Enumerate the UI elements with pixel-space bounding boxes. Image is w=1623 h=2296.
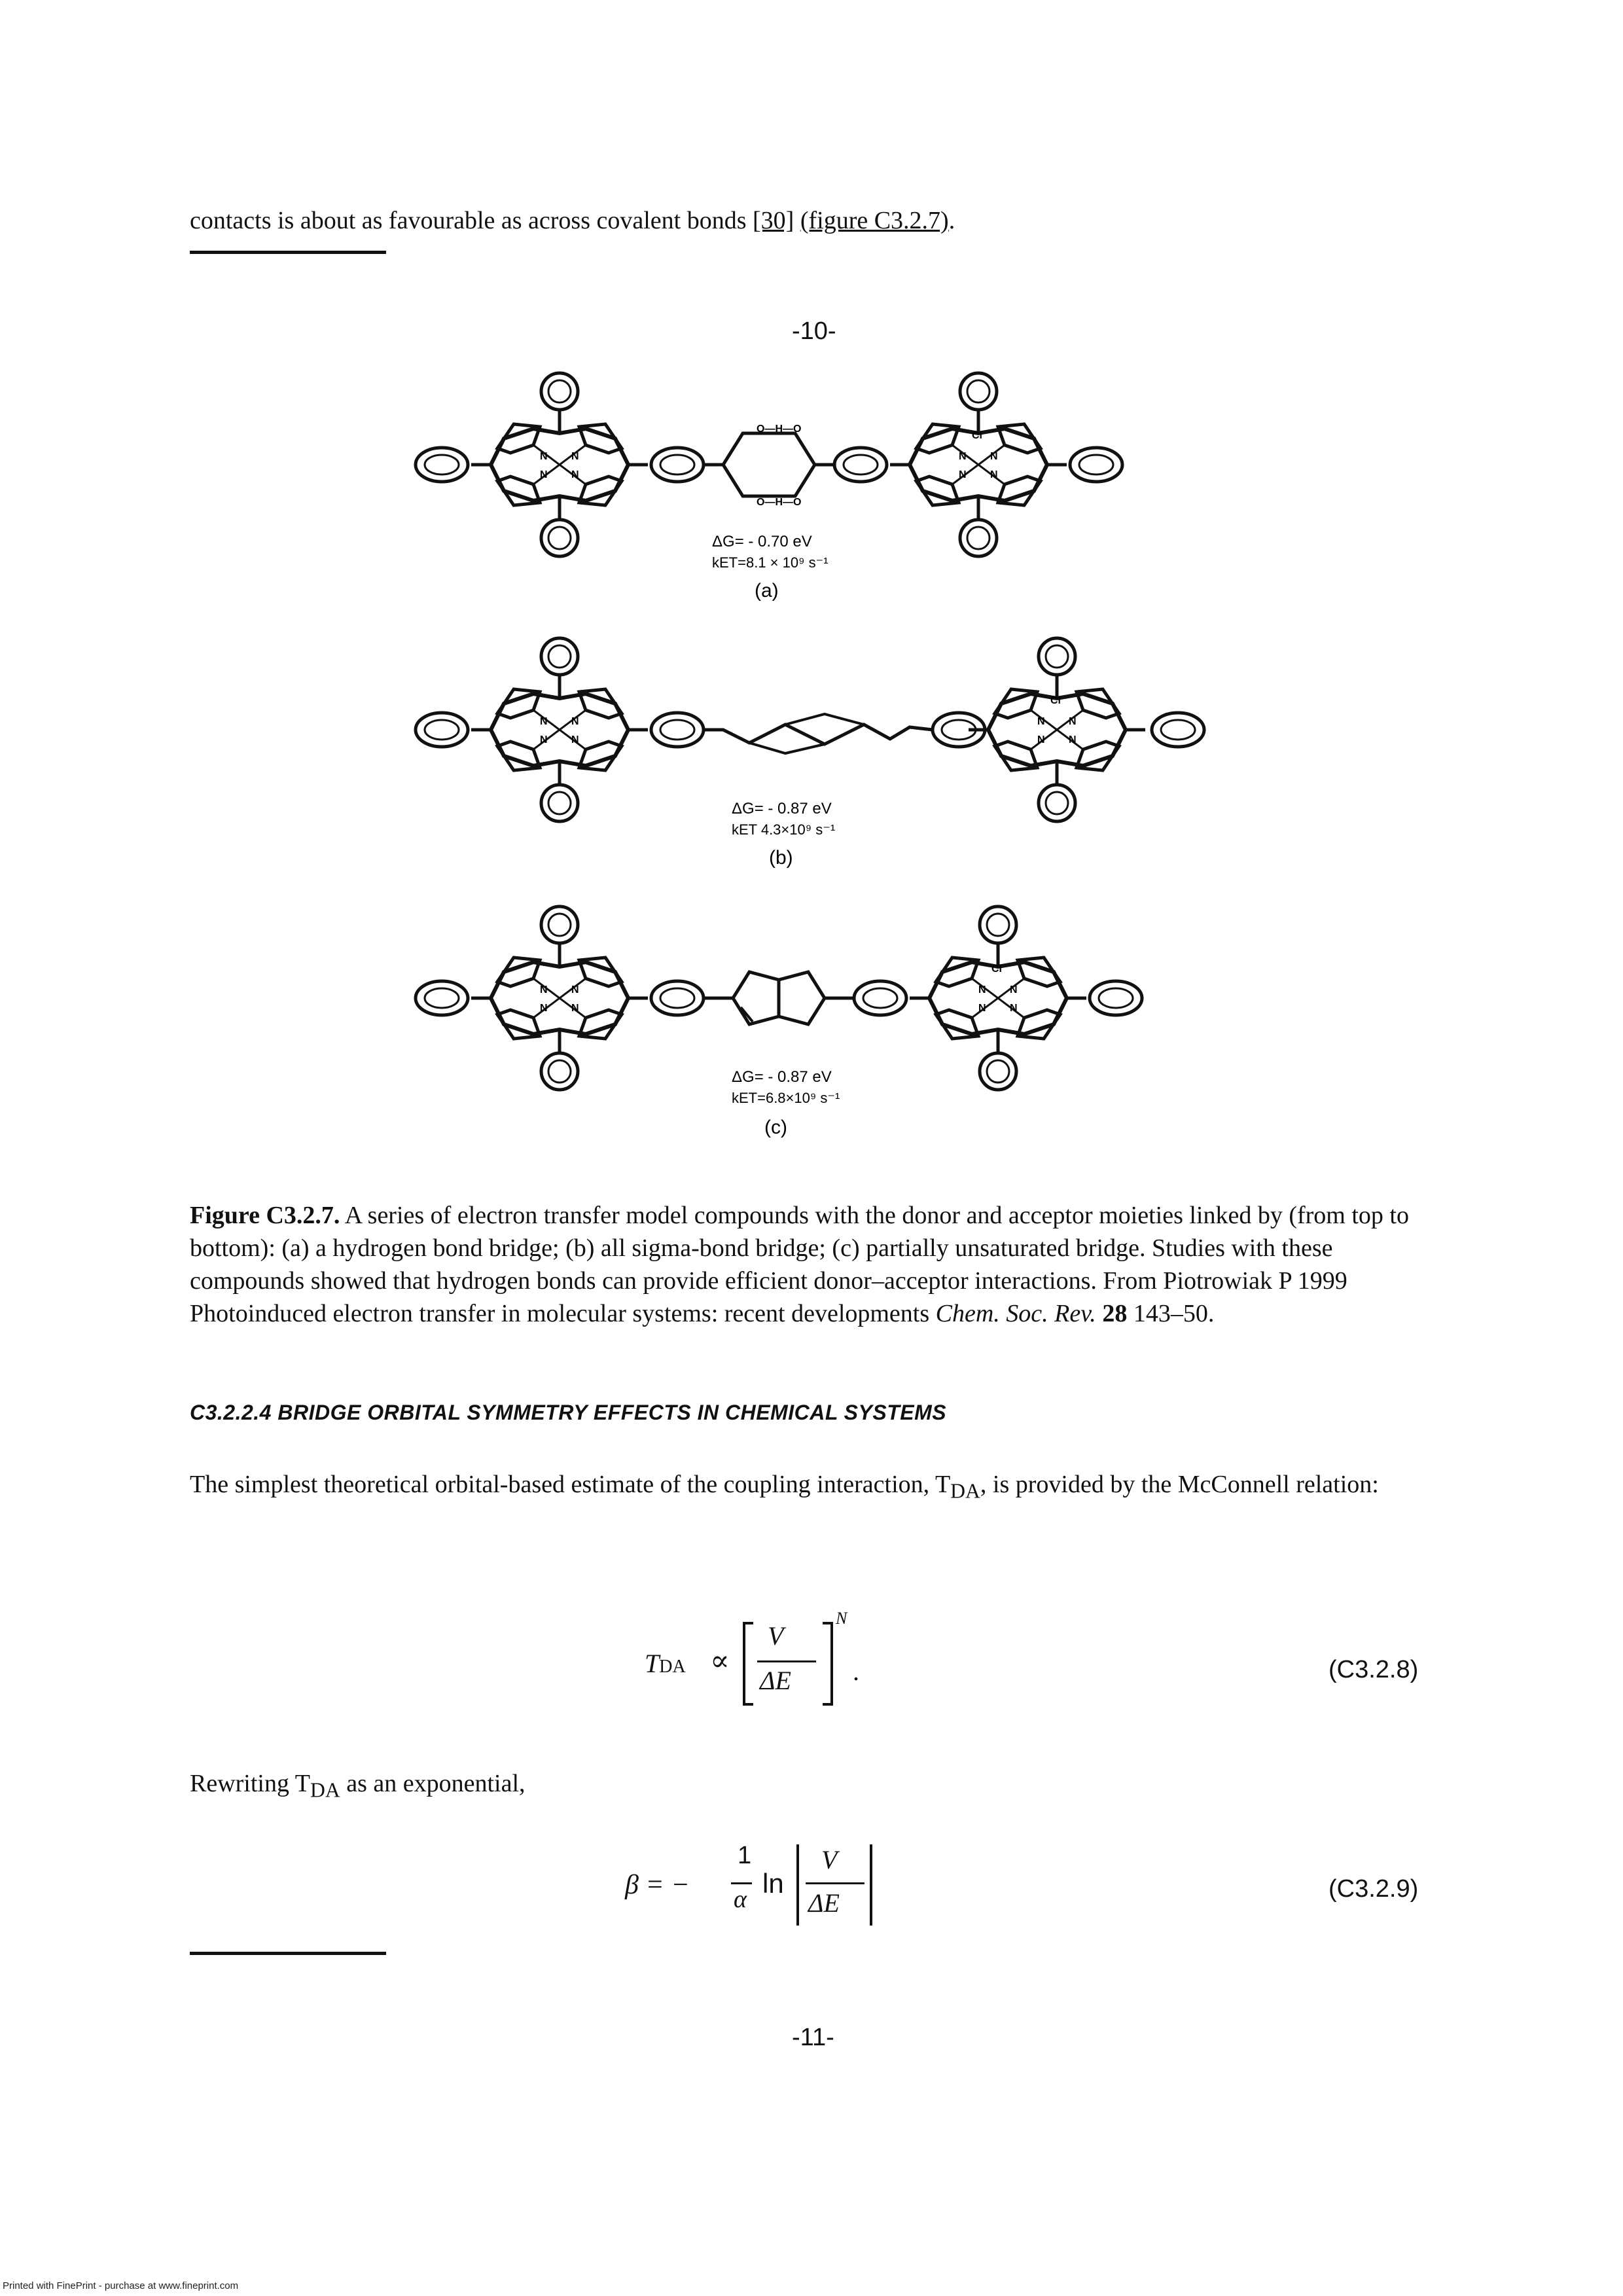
svg-text:Cl: Cl: [991, 963, 1002, 975]
svg-text:O—H—O: O—H—O: [757, 423, 801, 435]
eq2-frac-num: 1: [738, 1842, 752, 1869]
right-bracket: [823, 1622, 833, 1706]
eq2-denominator: ΔE: [808, 1888, 840, 1918]
compound-b: Cl: [416, 638, 1204, 821]
subscript-da: DA: [950, 1479, 980, 1503]
top-paragraph: contacts is about as favourable as acros…: [190, 204, 1433, 237]
caption-pages: 143–50.: [1127, 1300, 1215, 1327]
paragraph-text-end: , is provided by the McConnell relation:: [980, 1471, 1379, 1498]
eq1-lhs-sub: DA: [659, 1657, 686, 1677]
equation-c3-2-9: β = − 1 α ln V ΔE: [625, 1839, 900, 1931]
panel-a-kET: kET=8.1 × 10⁹ s⁻¹: [712, 554, 829, 571]
panel-a-dG: ΔG= - 0.70 eV: [712, 533, 812, 550]
eq1-denominator: ΔE: [760, 1666, 791, 1695]
section-heading: C3.2.2.4 BRIDGE ORBITAL SYMMETRY EFFECTS…: [190, 1401, 947, 1424]
abs-bar-left: [796, 1844, 799, 1926]
paragraph2-text-end: as an exponential,: [340, 1770, 526, 1797]
eq1-numerator: V: [768, 1621, 784, 1651]
proportional-symbol: ∝: [710, 1645, 730, 1677]
equation-number-c3-2-8: (C3.2.8): [1329, 1656, 1419, 1683]
eq2-fraction-bar: [806, 1882, 865, 1884]
page-number-top: -10-: [792, 317, 836, 345]
compound-a: O—H—O O—H—O Cl: [416, 373, 1122, 556]
figure-c3-2-7-link[interactable]: (figure C3.2.7): [800, 207, 949, 234]
eq2-numerator: V: [821, 1845, 838, 1874]
period-text: .: [948, 207, 955, 234]
panel-a-label: (a): [755, 580, 779, 601]
subscript-da-2: DA: [310, 1778, 340, 1802]
eq2-small-fraction-bar: [731, 1882, 752, 1884]
panel-c-kET: kET=6.8×10⁹ s⁻¹: [732, 1090, 840, 1106]
left-bracket: [743, 1622, 753, 1706]
caption-volume: 28: [1102, 1300, 1128, 1327]
spacer-text: [794, 207, 800, 234]
figure-c3-2-7-image: N N N N O—H—O O—H—O Cl ΔG= - 0.70 eV kET…: [366, 367, 1257, 1138]
caption-journal: Chem. Soc. Rev.: [935, 1300, 1096, 1327]
paragraph-text: The simplest theoretical orbital-based e…: [190, 1471, 951, 1498]
panel-c-dG: ΔG= - 0.87 eV: [732, 1068, 832, 1086]
page-break-rule-top: [190, 251, 386, 254]
paragraph-mcconnell: The simplest theoretical orbital-based e…: [190, 1468, 1420, 1508]
eq1-lhs: TDA: [645, 1648, 686, 1679]
page-break-rule-bottom: [190, 1952, 386, 1955]
compound-c: Cl: [416, 906, 1142, 1090]
eq2-lhs: β = −: [625, 1870, 690, 1900]
panel-b-kET: kET 4.3×10⁹ s⁻¹: [732, 821, 835, 838]
paragraph2-text: Rewriting T: [190, 1770, 311, 1797]
paragraph-rewriting: Rewriting TDA as an exponential,: [190, 1767, 1420, 1807]
panel-b-dG: ΔG= - 0.87 eV: [732, 800, 832, 817]
reference-30-link[interactable]: [30]: [753, 207, 794, 234]
svg-text:Cl: Cl: [972, 430, 982, 441]
svg-text:O—H—O: O—H—O: [757, 497, 801, 508]
panel-b-label: (b): [769, 847, 793, 869]
eq2-ln: ln: [762, 1868, 784, 1899]
print-footer: Printed with FinePrint - purchase at www…: [3, 2280, 239, 2291]
top-paragraph-text: contacts is about as favourable as acros…: [190, 207, 753, 234]
fraction-bar: [757, 1660, 816, 1662]
equation-c3-2-8: TDA ∝ V ΔE N .: [645, 1609, 880, 1715]
eq2-frac-den: α: [734, 1886, 747, 1913]
abs-bar-right: [870, 1844, 872, 1926]
equation-number-c3-2-9: (C3.2.9): [1329, 1875, 1419, 1903]
figure-caption: Figure C3.2.7. A series of electron tran…: [190, 1199, 1420, 1330]
eq1-period: .: [853, 1657, 859, 1686]
svg-text:Cl: Cl: [1050, 695, 1061, 706]
panel-c-label: (c): [764, 1117, 787, 1138]
eq1-exponent: N: [836, 1609, 847, 1628]
caption-text: A series of electron transfer model comp…: [190, 1202, 1409, 1327]
eq1-lhs-t: T: [645, 1649, 660, 1678]
caption-label: Figure C3.2.7.: [190, 1202, 340, 1229]
page-number-bottom: -11-: [792, 2024, 834, 2051]
